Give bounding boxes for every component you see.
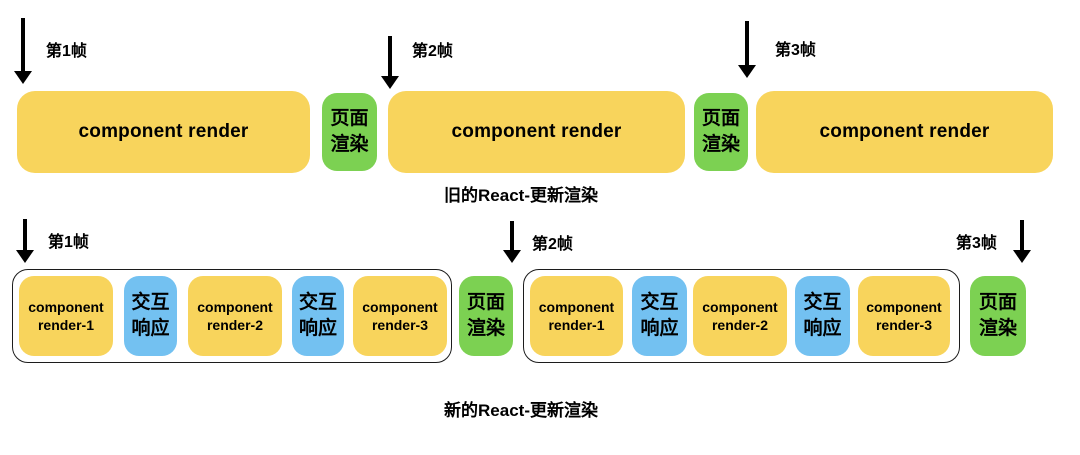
new-frame-1-label: 第1帧 — [48, 234, 89, 251]
new-page-paint-block-1: 页面 渲染 — [459, 276, 513, 356]
new-component-render-3-block: component render-3 — [858, 276, 950, 356]
arrow-stem — [745, 21, 749, 65]
new-frame-3-down-arrow-icon — [1013, 220, 1031, 263]
new-component-render-2-block: component render-2 — [693, 276, 787, 356]
new-component-render-1-block: component render-1 — [19, 276, 113, 356]
new-frame-2-down-arrow-icon — [503, 221, 521, 263]
new-react-caption: 新的React-更新渲染 — [444, 401, 598, 420]
new-frame-3-label: 第3帧 — [956, 235, 997, 252]
old-frame-1-label: 第1帧 — [46, 43, 87, 60]
old-page-paint-block-1: 页面 渲染 — [322, 93, 377, 171]
old-frame-3-label: 第3帧 — [775, 42, 816, 59]
arrow-head — [14, 71, 32, 84]
old-frame-2-down-arrow-icon — [381, 36, 399, 89]
interaction-response-block: 交互 响应 — [632, 276, 687, 356]
arrow-stem — [510, 221, 514, 250]
new-frame-2-work-group — [523, 269, 960, 363]
old-component-render-block-2: component render — [388, 91, 685, 173]
arrow-head — [503, 250, 521, 263]
arrow-stem — [1020, 220, 1024, 250]
arrow-head — [738, 65, 756, 78]
old-frame-2-label: 第2帧 — [412, 43, 453, 60]
new-page-paint-block-2: 页面 渲染 — [970, 276, 1026, 356]
arrow-stem — [23, 219, 27, 250]
interaction-response-block: 交互 响应 — [795, 276, 850, 356]
interaction-response-block: 交互 响应 — [124, 276, 177, 356]
arrow-stem — [388, 36, 392, 76]
arrow-head — [1013, 250, 1031, 263]
new-component-render-2-block: component render-2 — [188, 276, 282, 356]
interaction-response-block: 交互 响应 — [292, 276, 344, 356]
old-frame-3-down-arrow-icon — [738, 21, 756, 78]
new-frame-1-work-group — [12, 269, 452, 363]
new-frame-1-down-arrow-icon — [16, 219, 34, 263]
old-page-paint-block-2: 页面 渲染 — [694, 93, 748, 171]
arrow-head — [381, 76, 399, 89]
old-component-render-block-3: component render — [756, 91, 1053, 173]
arrow-head — [16, 250, 34, 263]
new-component-render-3-block: component render-3 — [353, 276, 447, 356]
new-frame-2-label: 第2帧 — [532, 236, 573, 253]
new-component-render-1-block: component render-1 — [530, 276, 623, 356]
arrow-stem — [21, 18, 25, 71]
old-component-render-block-1: component render — [17, 91, 310, 173]
old-react-caption: 旧的React-更新渲染 — [444, 186, 598, 205]
old-frame-1-down-arrow-icon — [14, 18, 32, 84]
